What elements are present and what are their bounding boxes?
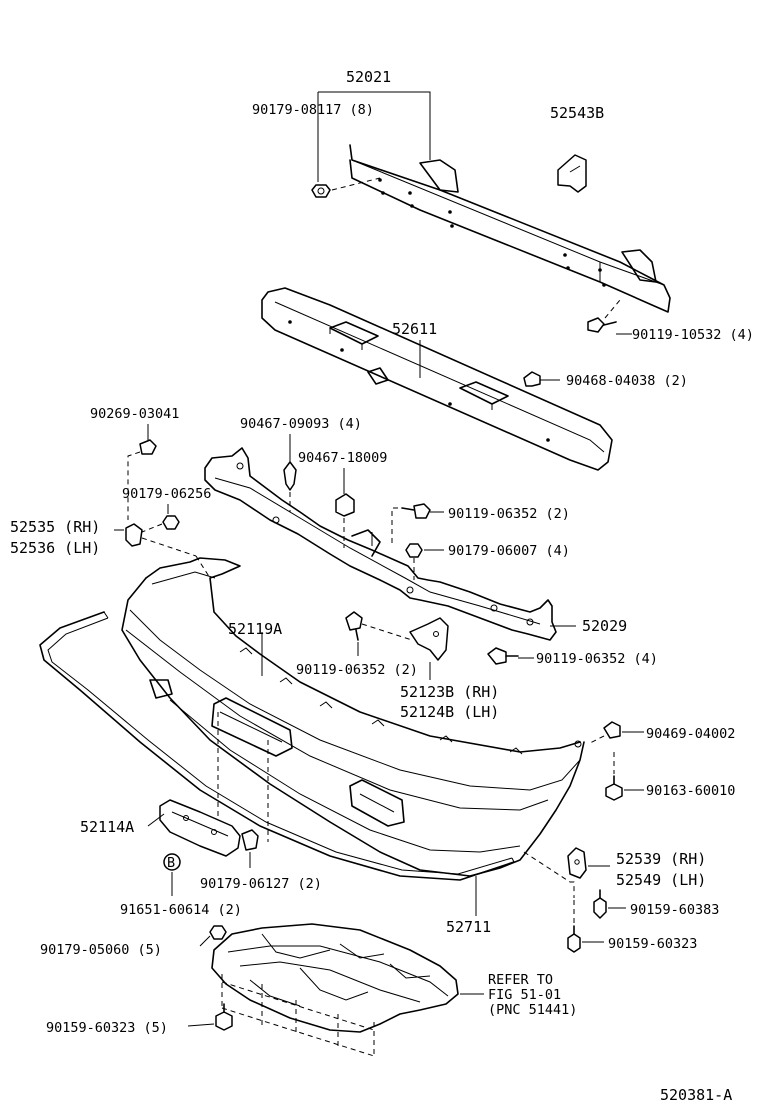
bracket-52123B-icon bbox=[409, 617, 449, 661]
nut-90179-06007-icon bbox=[405, 543, 423, 558]
label-52123B: 52123B (RH) bbox=[400, 683, 499, 701]
label-52535: 52535 (RH) bbox=[10, 518, 100, 536]
refer-note-line1: REFER TO bbox=[488, 972, 553, 988]
label-90179-06007: 90179-06007 (4) bbox=[448, 543, 570, 559]
reinforcement-beam-52021 bbox=[349, 144, 671, 313]
engine-under-cover bbox=[211, 923, 459, 1033]
label-90467-09093: 90467-09093 (4) bbox=[240, 416, 362, 432]
bumper-cover-52119A bbox=[121, 557, 585, 877]
label-52114A: 52114A bbox=[80, 818, 134, 836]
absorber-52611 bbox=[261, 287, 613, 471]
screw-90159-60383-icon bbox=[593, 889, 607, 919]
moulding-52711 bbox=[39, 611, 515, 881]
nut-90179-05060-icon bbox=[209, 925, 227, 940]
bracket-52543B-icon bbox=[557, 154, 587, 193]
clip-52535-icon bbox=[125, 523, 143, 547]
label-90179-06256: 90179-06256 bbox=[122, 486, 211, 502]
bracket-52114A bbox=[159, 799, 241, 857]
retainer-52029 bbox=[204, 447, 557, 641]
clip-90469-04002-icon bbox=[603, 721, 621, 739]
label-52029: 52029 bbox=[582, 617, 627, 635]
label-90163-60010: 90163-60010 bbox=[646, 783, 735, 799]
screw-90163-60010-icon bbox=[605, 775, 623, 801]
label-90467-18009: 90467-18009 bbox=[298, 450, 387, 466]
clip-91651-60614-icon: B bbox=[163, 853, 181, 871]
label-90119-10532: 90119-10532 (4) bbox=[632, 327, 754, 343]
label-52711: 52711 bbox=[446, 918, 491, 936]
clip-90467-18009-icon bbox=[335, 493, 355, 517]
clip-90269-03041-icon bbox=[139, 439, 157, 455]
label-90119-06352-c: 90119-06352 (4) bbox=[536, 651, 658, 667]
label-90179-08117: 90179-08117 (8) bbox=[252, 102, 374, 118]
label-52536: 52536 (LH) bbox=[10, 539, 100, 557]
bolt-90119-06352-right-icon bbox=[487, 647, 519, 665]
clip-90467-09093-icon bbox=[283, 461, 297, 491]
label-91651-60614: 91651-60614 (2) bbox=[120, 902, 242, 918]
label-52611: 52611 bbox=[392, 320, 437, 338]
label-90468-04038: 90468-04038 (2) bbox=[566, 373, 688, 389]
label-52543B: 52543B bbox=[550, 104, 604, 122]
label-90159-60323-b: 90159-60323 (5) bbox=[46, 1020, 168, 1036]
leader-52021 bbox=[317, 91, 431, 182]
label-90179-05060: 90179-05060 (5) bbox=[40, 942, 162, 958]
refer-note-line3: (PNC 51441) bbox=[488, 1002, 577, 1018]
clip-90468-04038-icon bbox=[523, 371, 541, 387]
drawing-number: 520381-A bbox=[660, 1086, 732, 1104]
nut-90179-06256-icon bbox=[162, 515, 180, 530]
nut-90179-08117-icon bbox=[311, 184, 331, 198]
refer-note-line2: FIG 51-01 bbox=[488, 987, 561, 1003]
label-90159-60383: 90159-60383 bbox=[630, 902, 719, 918]
bracket-52539-icon bbox=[567, 847, 587, 879]
label-90119-06352-a: 90119-06352 (2) bbox=[448, 506, 570, 522]
label-90469-04002: 90469-04002 bbox=[646, 726, 735, 742]
label-52124B: 52124B (LH) bbox=[400, 703, 499, 721]
clip-90179-06127-icon bbox=[241, 829, 259, 851]
label-52549: 52549 (LH) bbox=[616, 871, 706, 889]
bolt-90119-06352-lower-icon bbox=[345, 611, 363, 641]
label-90179-06127: 90179-06127 (2) bbox=[200, 876, 322, 892]
label-90119-06352-b: 90119-06352 (2) bbox=[296, 662, 418, 678]
screw-90159-60323-left-icon bbox=[215, 1003, 233, 1031]
label-52021: 52021 bbox=[346, 68, 391, 86]
label-52119A: 52119A bbox=[228, 620, 282, 638]
bolt-90119-06352-upper-icon bbox=[401, 503, 431, 519]
bolt-90119-10532-icon bbox=[587, 317, 617, 333]
label-90159-60323-a: 90159-60323 bbox=[608, 936, 697, 952]
clip-91651-marker: B bbox=[167, 855, 175, 871]
label-90269-03041: 90269-03041 bbox=[90, 406, 179, 422]
label-52539: 52539 (RH) bbox=[616, 850, 706, 868]
screw-90159-60323-right-icon bbox=[567, 925, 581, 953]
